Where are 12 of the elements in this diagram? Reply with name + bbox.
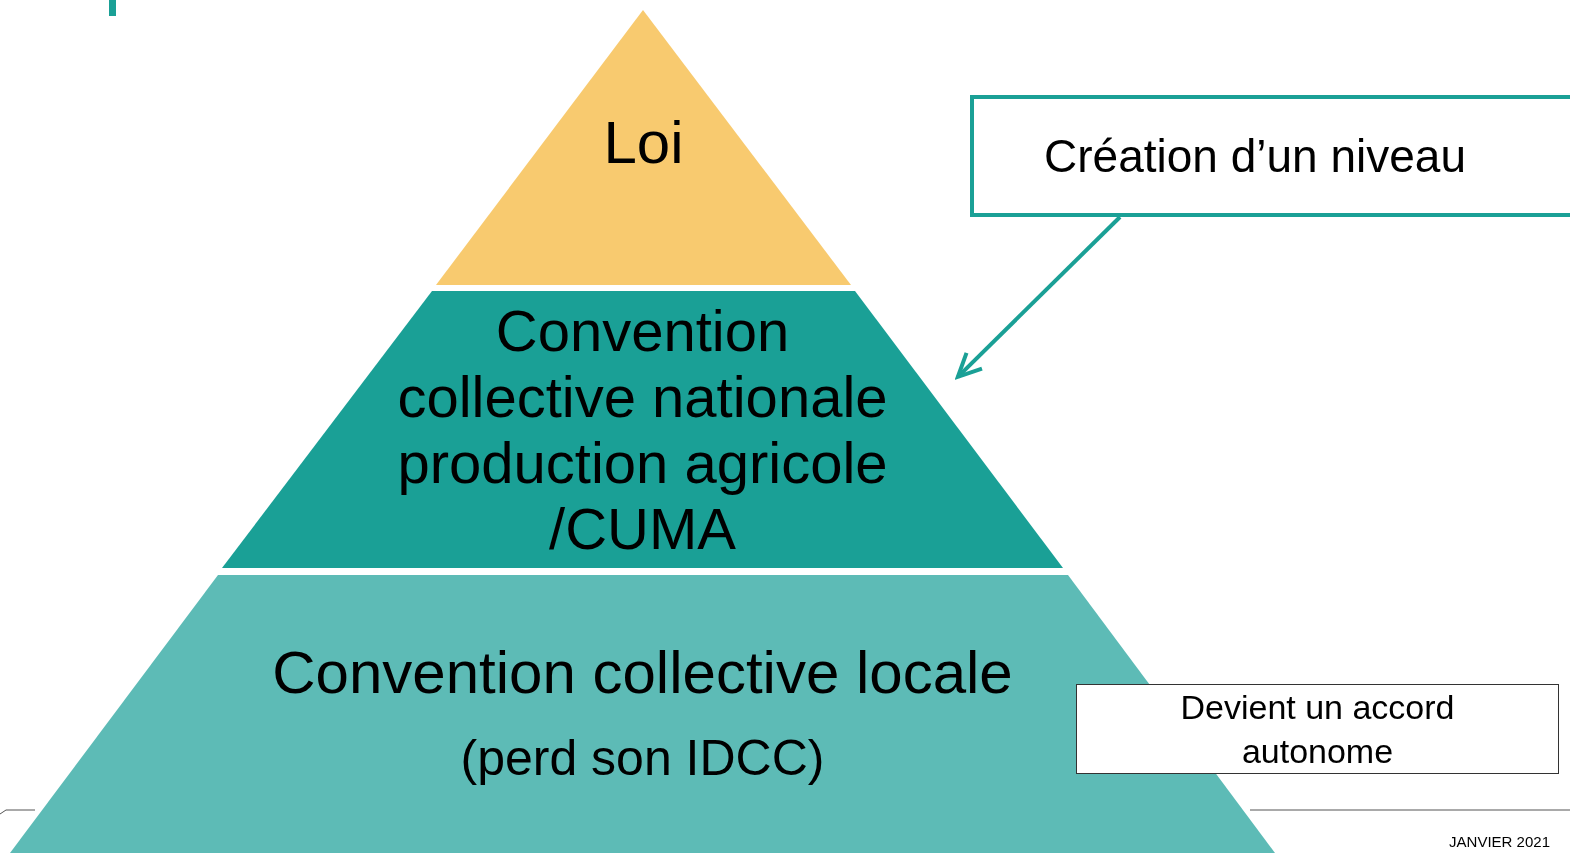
node-text: Création d’un niveau [1044,133,1466,179]
date-label: JANVIER 2021 [1449,834,1550,849]
node-text: Convention collective locale [272,643,1013,703]
pyramid-middle-tier [222,291,1063,568]
node-text: Loi [603,113,684,173]
pyramid-top-tier [436,10,851,285]
node-text: (perd son IDCC) [460,733,825,783]
node-text: Devient un accord autonome [1179,687,1456,772]
node-text: Convention collective nationale production agricole /CUMA [396,297,889,562]
note-box [1076,684,1559,774]
arrow [955,215,1122,379]
callout-box [970,95,1570,217]
